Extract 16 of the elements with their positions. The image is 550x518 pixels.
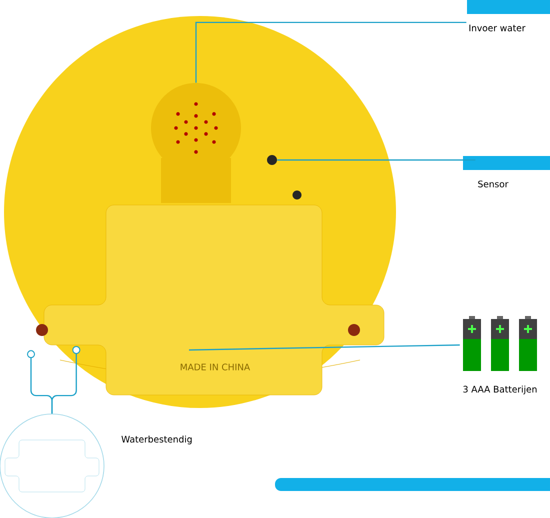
callout-label: Invoer water xyxy=(467,0,550,32)
speaker-grille xyxy=(151,83,241,203)
leader-line xyxy=(195,22,466,83)
sensor-hole xyxy=(267,154,302,200)
caption-text: 3 AAA Batterijen xyxy=(463,386,537,394)
inset-circle xyxy=(0,414,104,518)
leader-line xyxy=(277,159,476,161)
screw xyxy=(348,324,360,336)
battery-cover xyxy=(44,204,384,396)
screw xyxy=(36,324,48,336)
leader-line xyxy=(51,346,80,414)
leader-line xyxy=(188,344,460,351)
callout-label: Sensor xyxy=(463,156,550,188)
caption-text: Waterbestendig xyxy=(122,436,192,444)
embossed-text: MADE IN CHINA xyxy=(180,364,250,370)
battery-picture xyxy=(463,316,537,371)
